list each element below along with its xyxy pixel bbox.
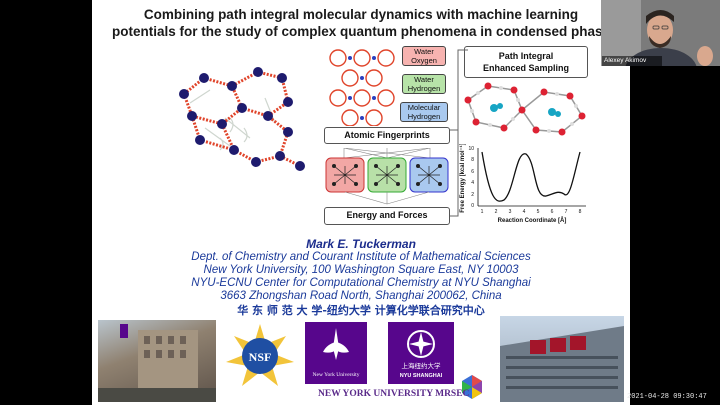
x-tick-5: 5 bbox=[537, 209, 540, 215]
y-tick-6: 6 bbox=[471, 169, 474, 175]
nyu-shanghai-en-text: NYU SHANGHAI bbox=[400, 373, 443, 379]
plot-x-label: Reaction Coordinate [Å] bbox=[498, 217, 567, 224]
nyu-shanghai-building-photo bbox=[500, 316, 624, 402]
y-tick-10: 10 bbox=[468, 146, 474, 152]
polyhedron-icon bbox=[462, 375, 482, 399]
neural-network-figure bbox=[325, 148, 449, 205]
pi-label-line-1: Path Integral bbox=[498, 51, 554, 61]
crystal-lattice-figure bbox=[326, 46, 398, 126]
nyu-logo: New York University bbox=[305, 322, 367, 384]
participant-name-label: Alexey Akimov bbox=[602, 56, 662, 66]
legend-water-oxygen: Water Oxygen bbox=[402, 46, 446, 66]
title-line-1: Combining path integral molecular dynami… bbox=[143, 7, 579, 22]
legend-water-hydrogen: Water Hydrogen bbox=[402, 74, 446, 94]
legend-molecular-hydrogen: Molecular Hydrogen bbox=[400, 102, 448, 122]
author-name: Mark E. Tuckerman bbox=[306, 237, 416, 251]
x-tick-2: 2 bbox=[495, 209, 498, 215]
y-tick-2: 2 bbox=[471, 192, 474, 198]
y-tick-0: 0 bbox=[471, 203, 474, 209]
x-tick-8: 8 bbox=[579, 209, 582, 215]
nsf-logo-text: NSF bbox=[249, 350, 272, 364]
title-line-2: potentials for the study of complex quan… bbox=[111, 24, 611, 39]
plot-y-label: Free Energy [kcal mol⁻¹] bbox=[459, 144, 466, 213]
x-tick-1: 1 bbox=[481, 209, 484, 215]
affiliation-line-2: New York University, 100 Washington Squa… bbox=[203, 264, 519, 276]
mrsec-caption: NEW YORK UNIVERSITY MRSEC bbox=[318, 389, 470, 399]
pi-label-line-2: Enhanced Sampling bbox=[482, 63, 569, 73]
affiliation-line-4: 3663 Zhongshan Road North, Shanghai 2000… bbox=[220, 290, 502, 302]
participant-webcam-video[interactable] bbox=[601, 0, 720, 66]
affiliation-line-3: NYU-ECNU Center for Computational Chemis… bbox=[191, 277, 531, 289]
x-tick-3: 3 bbox=[509, 209, 512, 215]
presentation-slide: Combining path integral molecular dynami… bbox=[92, 0, 630, 405]
x-tick-6: 6 bbox=[551, 209, 554, 215]
y-tick-4: 4 bbox=[471, 180, 474, 186]
x-tick-7: 7 bbox=[565, 209, 568, 215]
nyu-logo-text: New York University bbox=[313, 372, 360, 378]
nyu-shanghai-cn-text: 上海纽约大学 bbox=[402, 361, 442, 370]
x-tick-4: 4 bbox=[523, 209, 526, 215]
slide-title: Combining path integral molecular dynami… bbox=[92, 6, 630, 40]
clathrate-cage-render bbox=[464, 82, 586, 136]
nsf-logo: NSF bbox=[224, 322, 296, 390]
clathrate-molecule-figure bbox=[179, 67, 305, 171]
atomic-fingerprints-label: Atomic Fingerprints bbox=[324, 127, 450, 144]
energy-forces-label: Energy and Forces bbox=[324, 207, 450, 225]
path-integral-sampling-label: Path Integral Enhanced Sampling bbox=[464, 46, 588, 78]
nyu-building-photo bbox=[98, 320, 216, 402]
affiliation-line-1: Dept. of Chemistry and Courant Institute… bbox=[191, 251, 531, 263]
y-tick-8: 8 bbox=[471, 157, 474, 163]
recording-timestamp: 2021-04-28 09:30:47 bbox=[627, 393, 707, 401]
nyu-shanghai-logo: 上海纽约大学 NYU SHANGHAI bbox=[388, 322, 454, 384]
participant-video-frame bbox=[601, 0, 720, 66]
affiliation-line-chinese: 华 东 师 范 大 学-纽约大学 计算化学联合研究中心 bbox=[237, 304, 485, 317]
diagram-connector-lines bbox=[450, 49, 468, 217]
free-energy-plot: Free Energy [kcal mol⁻¹] 0 2 4 6 8 10 1 … bbox=[459, 144, 586, 224]
